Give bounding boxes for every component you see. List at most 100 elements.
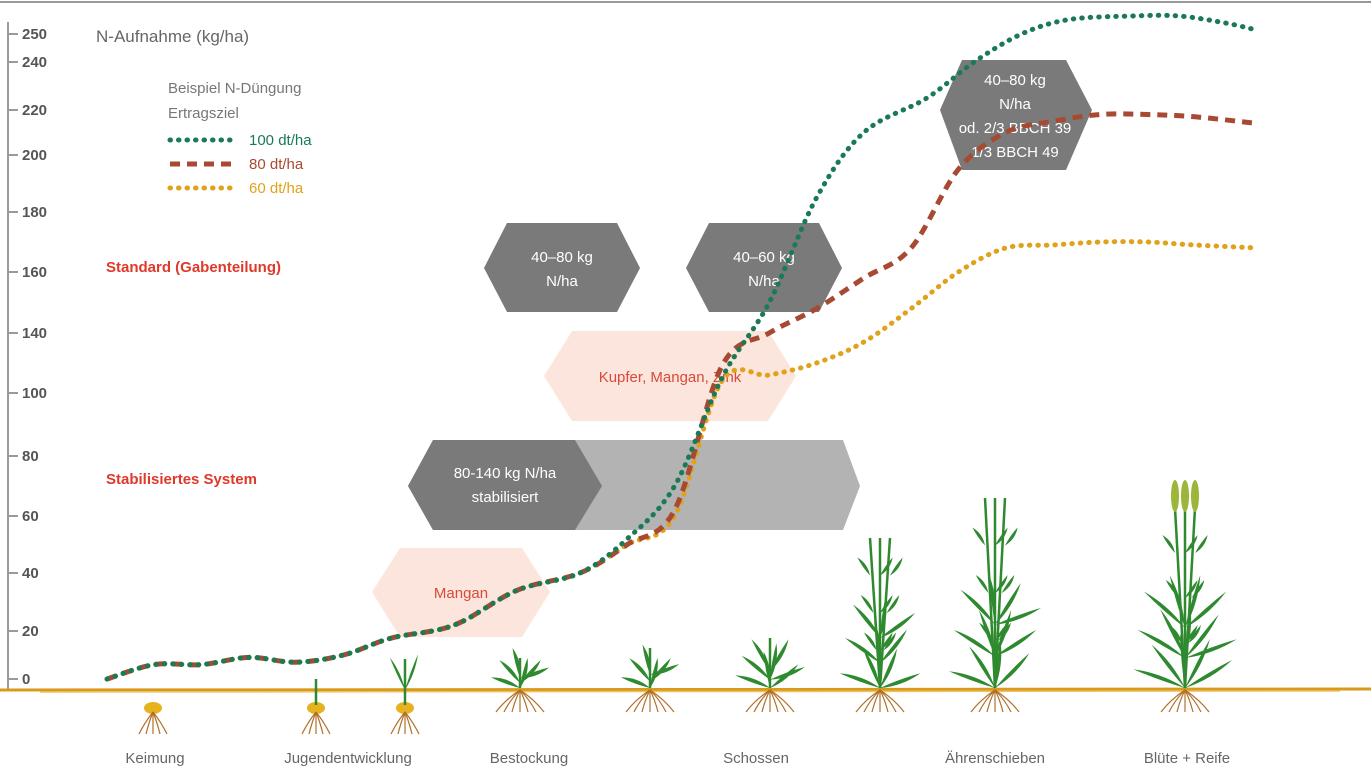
leaf-shape	[860, 594, 874, 613]
standard-dose-1-line1: 40–80 kg	[531, 249, 593, 266]
root-shape	[404, 711, 413, 735]
leaf-shape	[650, 664, 680, 675]
standard-dose-2-hex	[686, 223, 842, 312]
leaf-shape	[650, 658, 671, 682]
leaf-shape	[1151, 644, 1185, 688]
leaf-shape	[890, 557, 903, 576]
root-shape	[978, 689, 996, 713]
root-shape	[397, 711, 406, 735]
stabilized-label: Stabilisiertes System	[106, 471, 257, 488]
leaf-shape	[874, 620, 881, 663]
seed-shape	[144, 702, 162, 714]
leaf-shape	[1185, 591, 1227, 628]
leaf-shape	[995, 607, 1042, 625]
y-tick-label: 40	[22, 565, 39, 582]
root-shape	[649, 689, 675, 713]
leaf-shape	[880, 629, 907, 663]
stabilized-dose-line1: 80-140 kg N/ha	[454, 465, 557, 482]
leaf-shape	[1162, 534, 1175, 553]
leaf-shape	[880, 673, 921, 688]
root-shape	[879, 689, 905, 713]
y-axis-title: N-Aufnahme (kg/ha)	[96, 27, 249, 46]
root-shape	[404, 711, 420, 735]
leaf-shape	[886, 594, 900, 613]
y-tick-label: 80	[22, 448, 39, 465]
y-tick-label: 100	[22, 385, 47, 402]
stage-label: Keimung	[125, 750, 184, 767]
leaf-shape	[857, 557, 870, 576]
stage-label: Blüte + Reife	[1144, 750, 1230, 767]
leaf-shape	[1191, 579, 1205, 598]
standard-dose-1-hex	[484, 223, 640, 312]
stage-label: Schossen	[723, 750, 789, 767]
leaf-shape	[1169, 624, 1182, 643]
y-tick-label: 180	[22, 204, 47, 221]
leaf-shape	[770, 667, 805, 680]
seedling-icon	[138, 702, 168, 735]
manganese-box: Mangan	[372, 548, 550, 637]
y-tick-label: 140	[22, 325, 47, 342]
legend-title-2: Ertragsziel	[168, 105, 239, 122]
leaf-shape	[1185, 639, 1237, 658]
leaf-shape	[620, 677, 650, 688]
leaf-shape	[735, 675, 770, 688]
leaf-shape	[995, 574, 1008, 593]
y-tick-label: 20	[22, 623, 39, 640]
leaf-shape	[853, 604, 880, 638]
standard-dose-2: 40–60 kg N/ha	[686, 223, 842, 312]
late-dose-line4: 1/3 BBCH 49	[971, 144, 1059, 161]
legend-title-1: Beispiel N-Düngung	[168, 80, 301, 97]
stage-label: Jugendentwicklung	[284, 750, 412, 767]
root-shape	[315, 711, 331, 735]
leaf-shape	[1160, 608, 1185, 658]
legend: Beispiel N-Düngung Ertragsziel	[168, 80, 301, 122]
root-shape	[301, 711, 317, 735]
leaf-shape	[520, 667, 550, 679]
leaf-shape	[989, 575, 996, 625]
soil-stroke	[0, 687, 1371, 692]
growth-stages: Keimung Jugendentwicklung Bestockung Schoss…	[125, 750, 1230, 767]
leaf-shape	[995, 653, 1030, 688]
leaf-shape	[864, 632, 877, 651]
leaf-shape	[995, 622, 1008, 641]
trace-elements-hex	[544, 331, 796, 421]
ear-shape	[1181, 480, 1189, 512]
leaf-shape	[1185, 614, 1219, 658]
root-shape	[511, 689, 521, 713]
root-shape	[761, 689, 771, 713]
series-line	[104, 12, 1261, 682]
leaf-shape	[995, 527, 1008, 546]
root-shape	[152, 711, 161, 735]
leaf-shape	[1143, 591, 1185, 628]
leaf-shape	[998, 622, 1011, 641]
leaf-shape	[1165, 579, 1179, 598]
series-line	[106, 111, 1259, 682]
seedling-icon	[389, 654, 420, 735]
root-shape	[390, 711, 406, 735]
legend-label: 60 dt/ha	[249, 180, 304, 197]
root-shape	[879, 689, 889, 713]
root-shape	[994, 689, 1020, 713]
plants	[138, 480, 1237, 735]
standard-label: Standard (Gabenteilung)	[106, 259, 281, 276]
root-shape	[986, 689, 996, 713]
root-shape	[519, 689, 545, 713]
y-tick-label: 250	[22, 26, 47, 43]
y-tick-label: 60	[22, 508, 39, 525]
root-shape	[641, 689, 651, 713]
leaf-shape	[995, 639, 1002, 688]
leaf-shape	[969, 646, 995, 688]
stage-label: Bestockung	[490, 750, 568, 767]
stabilized-dose-line2: stabilisiert	[472, 489, 540, 506]
leaf-shape	[741, 655, 770, 680]
y-tick-label: 220	[22, 102, 47, 119]
root-shape	[152, 711, 168, 735]
series-group	[104, 12, 1261, 682]
leaf-shape	[763, 651, 771, 688]
leaf-shape	[880, 594, 893, 613]
leaf-shape	[499, 659, 520, 683]
leaf-shape	[1185, 534, 1198, 553]
